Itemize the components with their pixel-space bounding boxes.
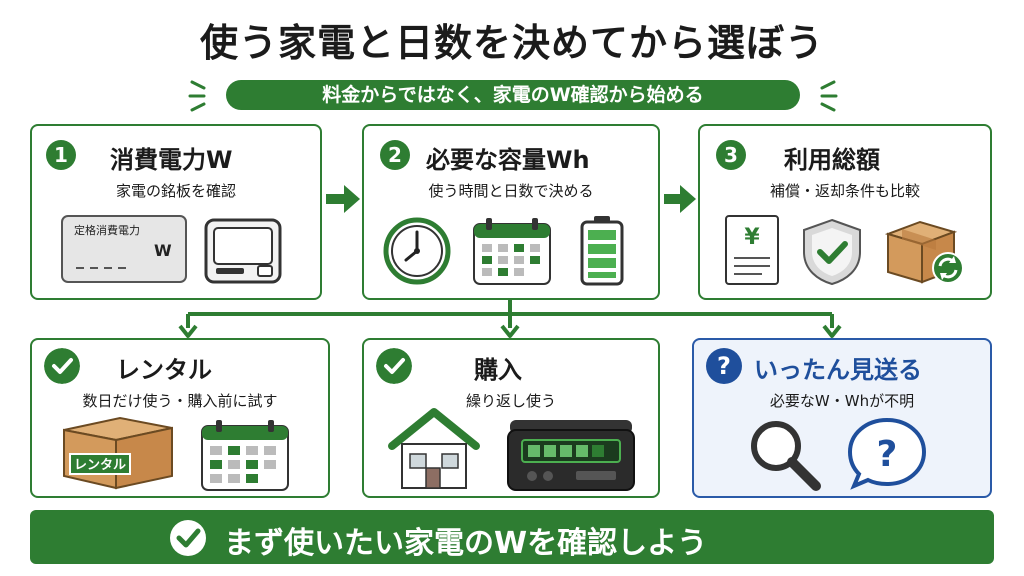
sparkle-left-icon [188,80,206,112]
check-icon-purchase [376,348,412,384]
step-desc-3: 補償・返却条件も比較 [769,182,920,200]
step-number-2: 2 [380,140,410,170]
power-station-icon [507,420,635,491]
return-box-icon [884,220,964,284]
branch-connector [178,300,842,338]
option-title-purchase: 購入 [474,356,522,384]
nameplate-unit: W [154,241,172,260]
flow-arrow-2-shaft [664,194,682,204]
step-desc-2: 使う時間と日数で決める [428,182,594,200]
shield-check-icon [803,218,861,286]
option-title-wait: いったん見送る [754,356,922,384]
option-title-rental: レンタル [116,356,212,384]
house-icon [388,408,480,489]
magnifier-icon [751,421,821,491]
sparkle-right-icon [820,80,838,112]
footer-message: まず使いたい家電のWを確認しよう [224,526,708,561]
option-desc-rental: 数日だけ使う・購入前に試す [82,392,278,410]
appliance-icon [204,218,282,284]
step-title-2: 必要な容量Wh [426,146,590,174]
step-title-3: 利用総額 [784,146,880,174]
rental-calendar-icon [201,420,289,491]
flow-arrow-1-shaft [326,194,346,204]
calendar-icon [473,218,551,285]
step-number-3: 3 [716,140,746,170]
question-icon-wait: ? [706,348,742,384]
rental-box-label: レンタル [74,458,126,473]
footer-check-icon [170,520,206,556]
clock-icon [383,217,451,285]
bubble-question-mark: ? [877,434,898,475]
subtitle-pill: 料金からではなく、家電のW確認から始める [226,80,800,110]
nameplate-label: 定格消費電力 [74,223,140,237]
page-title: 使う家電と日数を決めてから選ぼう [199,21,824,65]
receipt-icon: ¥ [725,215,779,285]
option-desc-wait: 必要なW・Whが不明 [769,392,915,410]
step-desc-1: 家電の銘板を確認 [115,182,236,200]
receipt-yen-symbol: ¥ [744,225,760,250]
rental-box-icon: レンタル [63,416,173,490]
question-bubble-icon: ? [847,417,927,490]
flow-arrow-2-icon [680,185,696,213]
option-desc-purchase: 繰り返し使う [465,392,556,410]
option-card-wait [692,338,992,498]
step-number-1: 1 [46,140,76,170]
step-title-1: 消費電力W [110,146,233,174]
battery-icon [580,216,624,286]
flow-arrow-1-icon [344,185,360,213]
nameplate-icon: 定格消費電力 W [61,215,187,283]
check-icon-rental [44,348,80,384]
